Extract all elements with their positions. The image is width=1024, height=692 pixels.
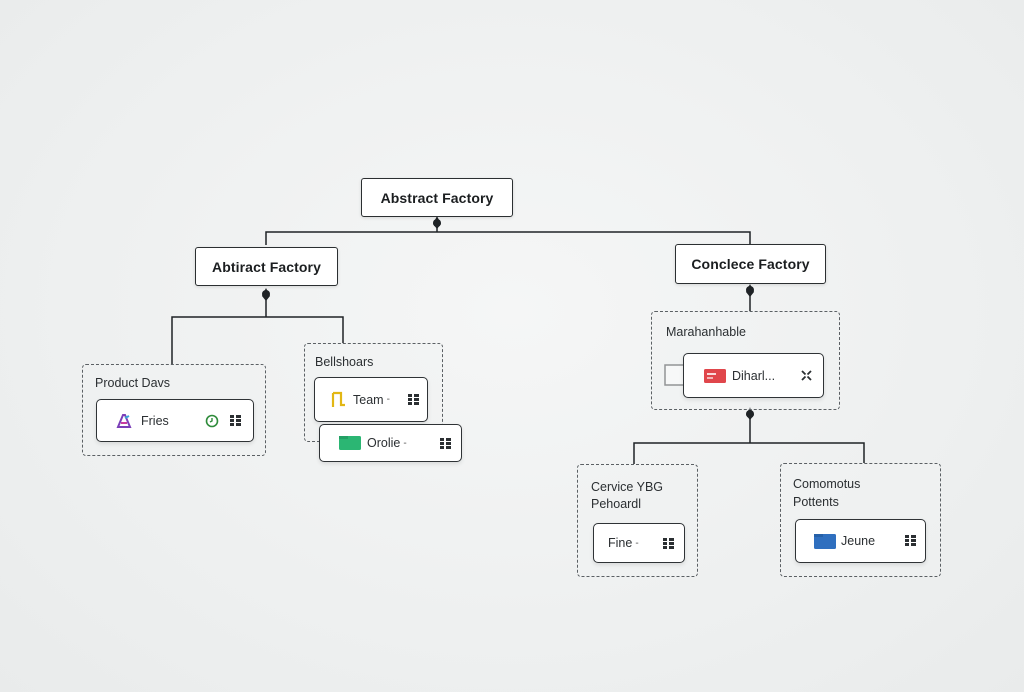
group-title-line1: Cervice YBG	[591, 480, 664, 494]
item-fries[interactable]: Fries	[96, 399, 254, 442]
right-factory-node[interactable]: Conclece Factory	[675, 244, 826, 284]
item-orolie[interactable]: Orolie -	[319, 424, 462, 462]
group-title-line1: Comomotus	[793, 477, 861, 491]
left-factory-node[interactable]: Abtiract Factory	[195, 247, 338, 286]
folder-icon	[339, 436, 361, 450]
item-team[interactable]: Team -	[314, 377, 428, 422]
clock-icon[interactable]	[205, 414, 219, 428]
grid-icon[interactable]	[408, 394, 419, 405]
junction-dot	[262, 290, 270, 298]
item-label: Fries	[141, 413, 169, 428]
item-label: Orolie	[367, 436, 401, 450]
card-icon	[704, 368, 726, 383]
group-product-davs: Product Davs Fries	[82, 364, 266, 456]
grid-icon[interactable]	[663, 538, 674, 549]
group-title-line2: Pehoardl	[591, 497, 642, 511]
node-label: Conclece Factory	[691, 256, 810, 272]
junction-dot	[433, 219, 441, 227]
item-label: Team	[353, 392, 384, 407]
node-label: Abtiract Factory	[212, 258, 321, 275]
dropdown-dash-icon[interactable]: -	[635, 537, 639, 549]
group-title: Product Davs	[95, 376, 171, 390]
item-label: Diharl...	[732, 368, 776, 383]
dropdown-dash-icon[interactable]: -	[386, 394, 390, 405]
item-diharl[interactable]: Diharl...	[683, 353, 824, 398]
grid-icon[interactable]	[440, 438, 451, 449]
item-label: Fine	[608, 536, 633, 550]
node-label: Abstract Factory	[380, 189, 494, 206]
group-title-line2: Pottents	[793, 495, 839, 509]
product-logo-icon	[116, 413, 132, 428]
group-cervice-ybg: Cervice YBG Pehoardl Fine -	[577, 464, 698, 577]
collapse-icon[interactable]	[801, 370, 812, 381]
flag-icon	[331, 391, 345, 407]
abstract-factory-root-node[interactable]: Abstract Factory	[361, 178, 513, 217]
junction-dot	[746, 286, 754, 294]
item-fine[interactable]: Fine -	[593, 523, 685, 563]
folder-icon	[814, 533, 836, 549]
grid-icon[interactable]	[230, 415, 241, 426]
group-title: Marahanhable	[666, 325, 746, 339]
item-jeune[interactable]: Jeune	[795, 519, 926, 563]
junction-dot	[746, 410, 754, 418]
dropdown-dash-icon[interactable]: -	[403, 437, 407, 449]
item-label: Jeune	[841, 534, 876, 548]
group-comomotus: Comomotus Pottents Jeune	[780, 463, 941, 577]
grid-icon[interactable]	[905, 535, 916, 546]
group-title: Bellshoars	[315, 355, 374, 369]
